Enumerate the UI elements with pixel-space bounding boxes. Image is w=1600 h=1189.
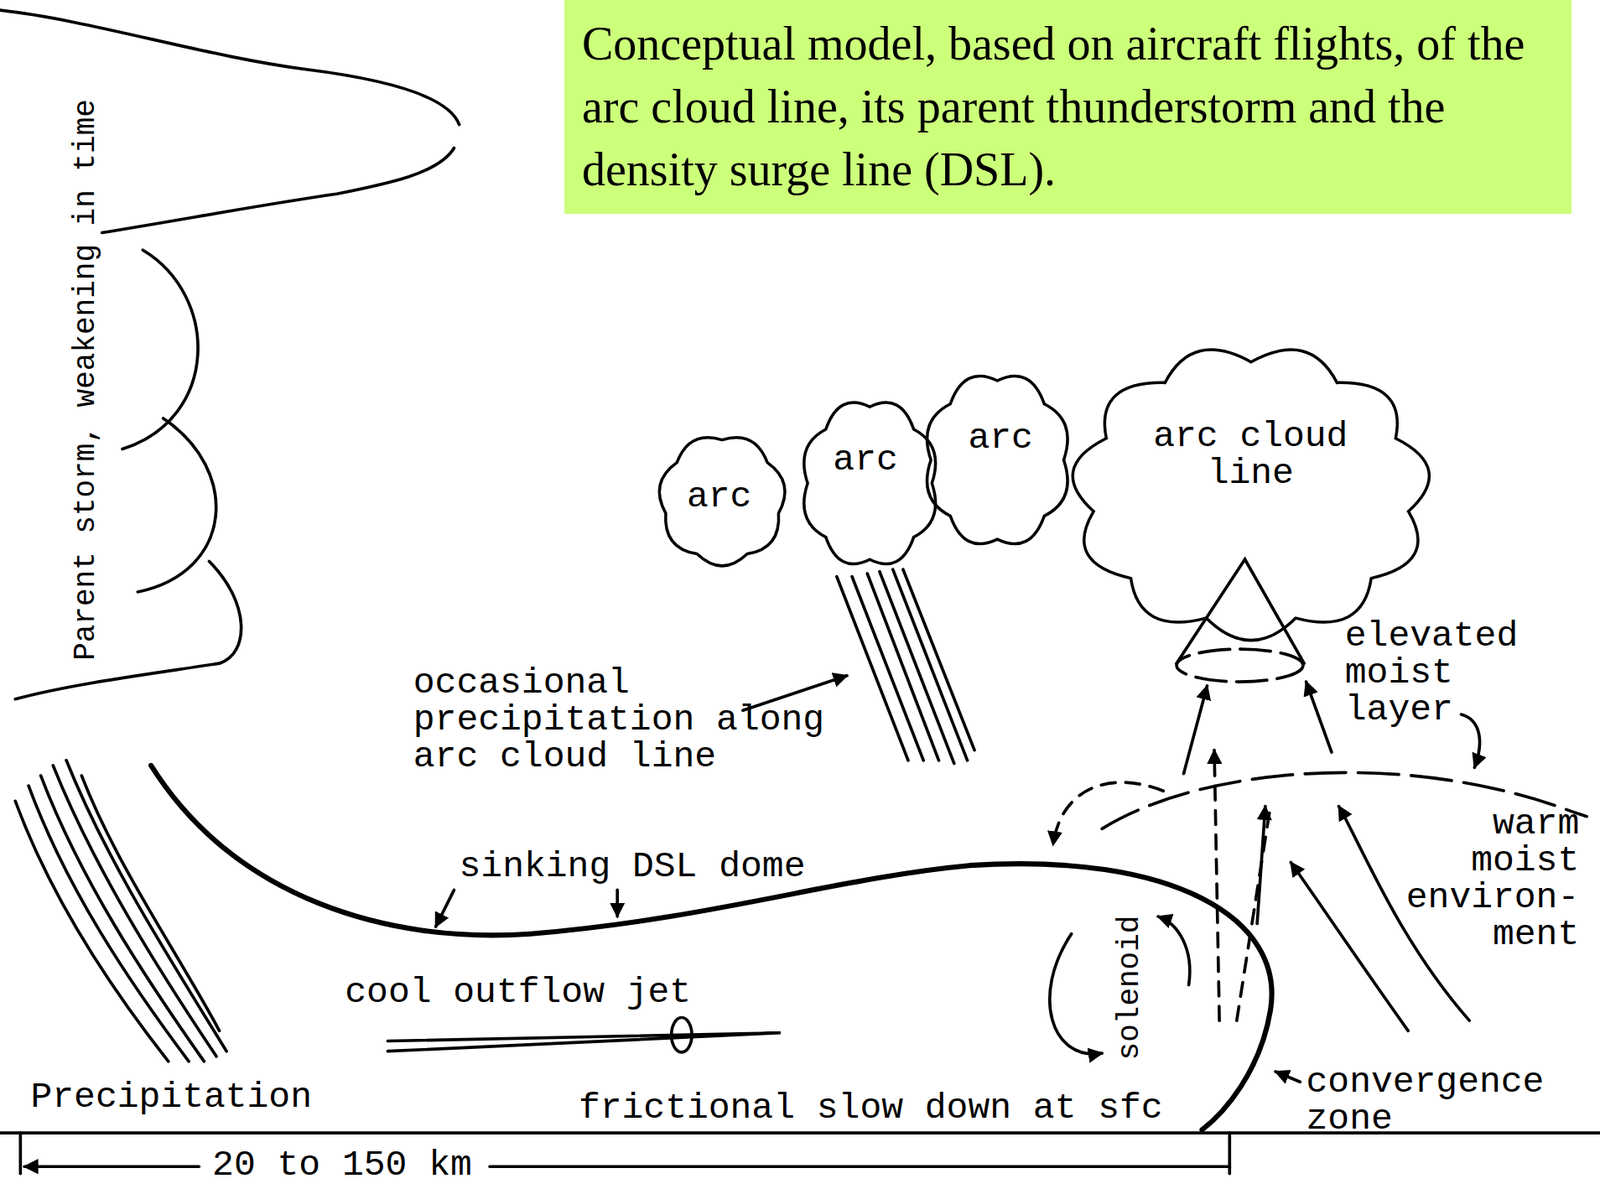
solenoid-loop (1049, 934, 1102, 1055)
precip-streak (66, 760, 227, 1052)
precip-streak (867, 573, 939, 761)
precip-streak (903, 569, 975, 750)
precip-streak (28, 785, 189, 1062)
parent-storm: Parent storm, weakening in time (25, 62, 148, 696)
sinking-arrow (436, 889, 455, 927)
title-box: Conceptual model, based on aircraft flig… (564, 0, 1572, 214)
updraft-arrow (1184, 685, 1208, 775)
cloud-outline-path (659, 437, 785, 567)
leader-arrow (1275, 1071, 1300, 1082)
updraft-cone (1176, 649, 1304, 682)
solenoid-loop (1158, 916, 1190, 986)
cloud-outline-path (1072, 349, 1429, 641)
cloud-label: arc (832, 441, 898, 479)
leader-arrow (1461, 714, 1481, 768)
dimension-tick (19, 1132, 23, 1175)
dimension-line (24, 1164, 199, 1169)
cloud-outline (918, 365, 1077, 555)
arc-cloud: arc (795, 392, 944, 575)
annotation-label: cool outflow jet (344, 974, 691, 1012)
arc-precipitation (836, 569, 975, 764)
sinking-arrow (615, 889, 619, 917)
annotation-label: occasional precipitation along arc cloud… (413, 664, 868, 776)
cloud-label: arc (967, 420, 1033, 458)
dimension-line (489, 1164, 1230, 1169)
updraft-arrow (1306, 681, 1332, 753)
arc-cloud: arc cloud line (1061, 337, 1441, 649)
precip-streak (81, 775, 219, 1031)
annotation-label: warm moist environ- ment (1406, 805, 1580, 954)
storm-label: Parent storm, weakening in time (70, 98, 103, 661)
title-text: Conceptual model, based on aircraft flig… (581, 12, 1555, 202)
dashed-loop (1053, 782, 1164, 846)
storm-anvil (0, 10, 460, 125)
precip-streak (52, 765, 217, 1057)
arc-cloud: arc (653, 428, 791, 572)
updraft-cone (1176, 559, 1304, 664)
storm-bump (137, 418, 216, 593)
precip-streak (15, 800, 169, 1061)
arc-cloud: arc (918, 365, 1077, 555)
annotation-label: elevated moist layer (1345, 618, 1518, 729)
annotation-label: sinking DSL dome (459, 848, 806, 886)
precipitation-streaks (15, 760, 227, 1062)
precip-streak (41, 775, 205, 1062)
precip-streak (851, 576, 924, 761)
storm-bump (15, 561, 241, 699)
updraft-dashed (1214, 750, 1220, 1022)
precip-streak (836, 576, 909, 761)
updraft-arrow (1257, 806, 1266, 925)
updraft-dashed (1236, 806, 1271, 1022)
outflow-jet-ring (671, 1018, 692, 1053)
storm-bump (122, 249, 198, 449)
annotation-label: 20 to 150 km (212, 1147, 473, 1185)
precip-streak (893, 569, 968, 761)
dsl-dome (150, 765, 1273, 1131)
cloud-outline (795, 392, 944, 575)
annotation-label: convergence zone (1306, 1064, 1545, 1138)
annotation-label: frictional slow down at sfc (578, 1090, 1164, 1128)
cloud-outline (1061, 337, 1441, 649)
storm-anvil (102, 147, 455, 233)
cloud-label: arc (686, 478, 752, 516)
annotation-label: Precipitation (31, 1079, 312, 1117)
outflow-jet (387, 1033, 780, 1052)
cloud-outline-path (804, 402, 936, 565)
cloud-outline-path (927, 375, 1069, 544)
annotation-label: solenoid (1114, 914, 1147, 1060)
inflow-arrow (1290, 862, 1408, 1032)
cloud-label: arc cloud line (1132, 418, 1368, 493)
